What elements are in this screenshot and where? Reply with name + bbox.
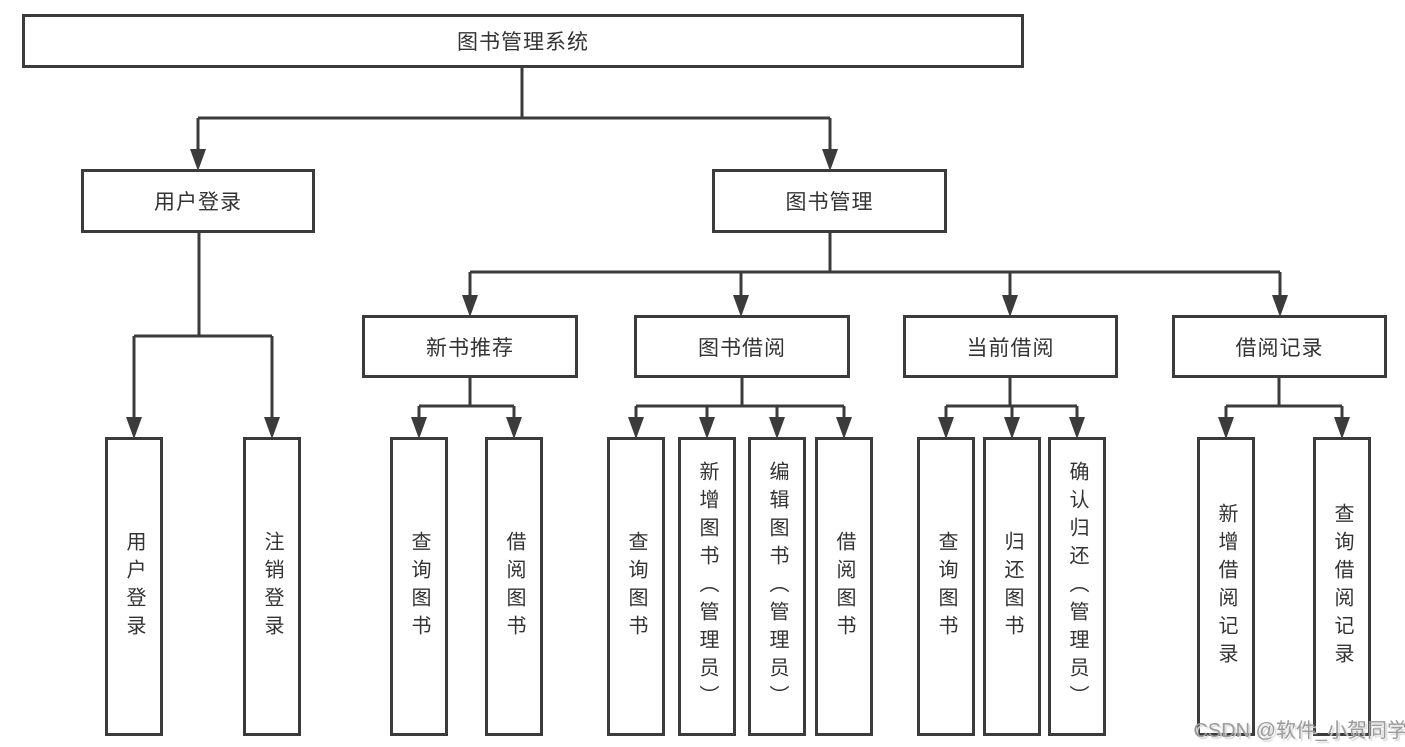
arrow-down-icon xyxy=(628,417,644,439)
node-return-books: 归还图书 xyxy=(983,437,1041,736)
node-query-borrow-record: 查询借阅记录 xyxy=(1313,437,1371,736)
node-add-books-admin: 新增图书（管理员） xyxy=(678,437,736,736)
node-label: 图书管理 xyxy=(785,191,874,214)
node-edit-books-admin: 编辑图书（管理员） xyxy=(748,437,806,736)
arrow-down-icon xyxy=(190,149,206,171)
connector-current-borrow-branch xyxy=(944,378,1079,419)
node-current-borrowing: 当前借阅 xyxy=(903,315,1118,378)
arrow-down-icon xyxy=(1218,417,1234,439)
node-label: 新书推荐 xyxy=(426,336,514,360)
arrow-down-icon xyxy=(1069,417,1085,439)
node-book-borrowing: 图书借阅 xyxy=(634,315,850,378)
node-user-login: 用户登录 xyxy=(81,169,315,233)
node-add-borrow-record: 新增借阅记录 xyxy=(1197,437,1255,736)
connector-user-login-branch xyxy=(132,233,274,419)
connector-records-branch xyxy=(1224,378,1344,419)
arrow-down-icon xyxy=(699,417,715,439)
arrow-down-icon xyxy=(1334,417,1350,439)
node-borrow-books-recommend: 借阅图书 xyxy=(485,437,543,736)
node-confirm-return-admin: 确认归还（管理员） xyxy=(1048,437,1106,736)
node-label: 当前借阅 xyxy=(966,336,1055,360)
arrow-down-icon xyxy=(822,149,838,171)
node-query-books-borrow: 查询图书 xyxy=(607,437,665,736)
node-label: 借阅记录 xyxy=(1235,336,1324,360)
node-label: 图书借阅 xyxy=(698,336,786,360)
arrow-down-icon xyxy=(462,295,478,317)
arrow-down-icon xyxy=(264,417,280,439)
connector-root-branch xyxy=(196,68,832,151)
connector-book-borrow-branch xyxy=(634,378,846,419)
arrow-down-icon xyxy=(126,417,142,439)
node-borrowing-records: 借阅记录 xyxy=(1172,315,1387,378)
node-label: 图书管理系统 xyxy=(457,31,589,54)
csdn-watermark: CSDN @软件_小贺同学 xyxy=(1193,720,1405,742)
node-user-login-leaf: 用户登录 xyxy=(105,437,163,736)
node-query-books-current: 查询图书 xyxy=(917,437,975,736)
arrow-down-icon xyxy=(1004,417,1020,439)
node-query-books-recommend: 查询图书 xyxy=(390,437,448,736)
node-logout: 注销登录 xyxy=(243,437,301,736)
arrow-down-icon xyxy=(769,417,785,439)
connector-book-mgmt-branch xyxy=(468,233,1282,297)
node-borrow-books: 借阅图书 xyxy=(815,437,873,736)
arrow-down-icon xyxy=(1272,295,1288,317)
node-new-book-recommendation: 新书推荐 xyxy=(362,315,578,378)
arrow-down-icon xyxy=(836,417,852,439)
node-library-management-system: 图书管理系统 xyxy=(22,14,1024,68)
arrow-down-icon xyxy=(938,417,954,439)
node-book-management: 图书管理 xyxy=(712,169,947,233)
arrow-down-icon xyxy=(733,295,749,317)
arrow-down-icon xyxy=(1002,295,1018,317)
arrow-down-icon xyxy=(411,417,427,439)
arrow-down-icon xyxy=(506,417,522,439)
node-label: 用户登录 xyxy=(154,191,242,214)
connector-new-book-branch xyxy=(417,378,516,419)
